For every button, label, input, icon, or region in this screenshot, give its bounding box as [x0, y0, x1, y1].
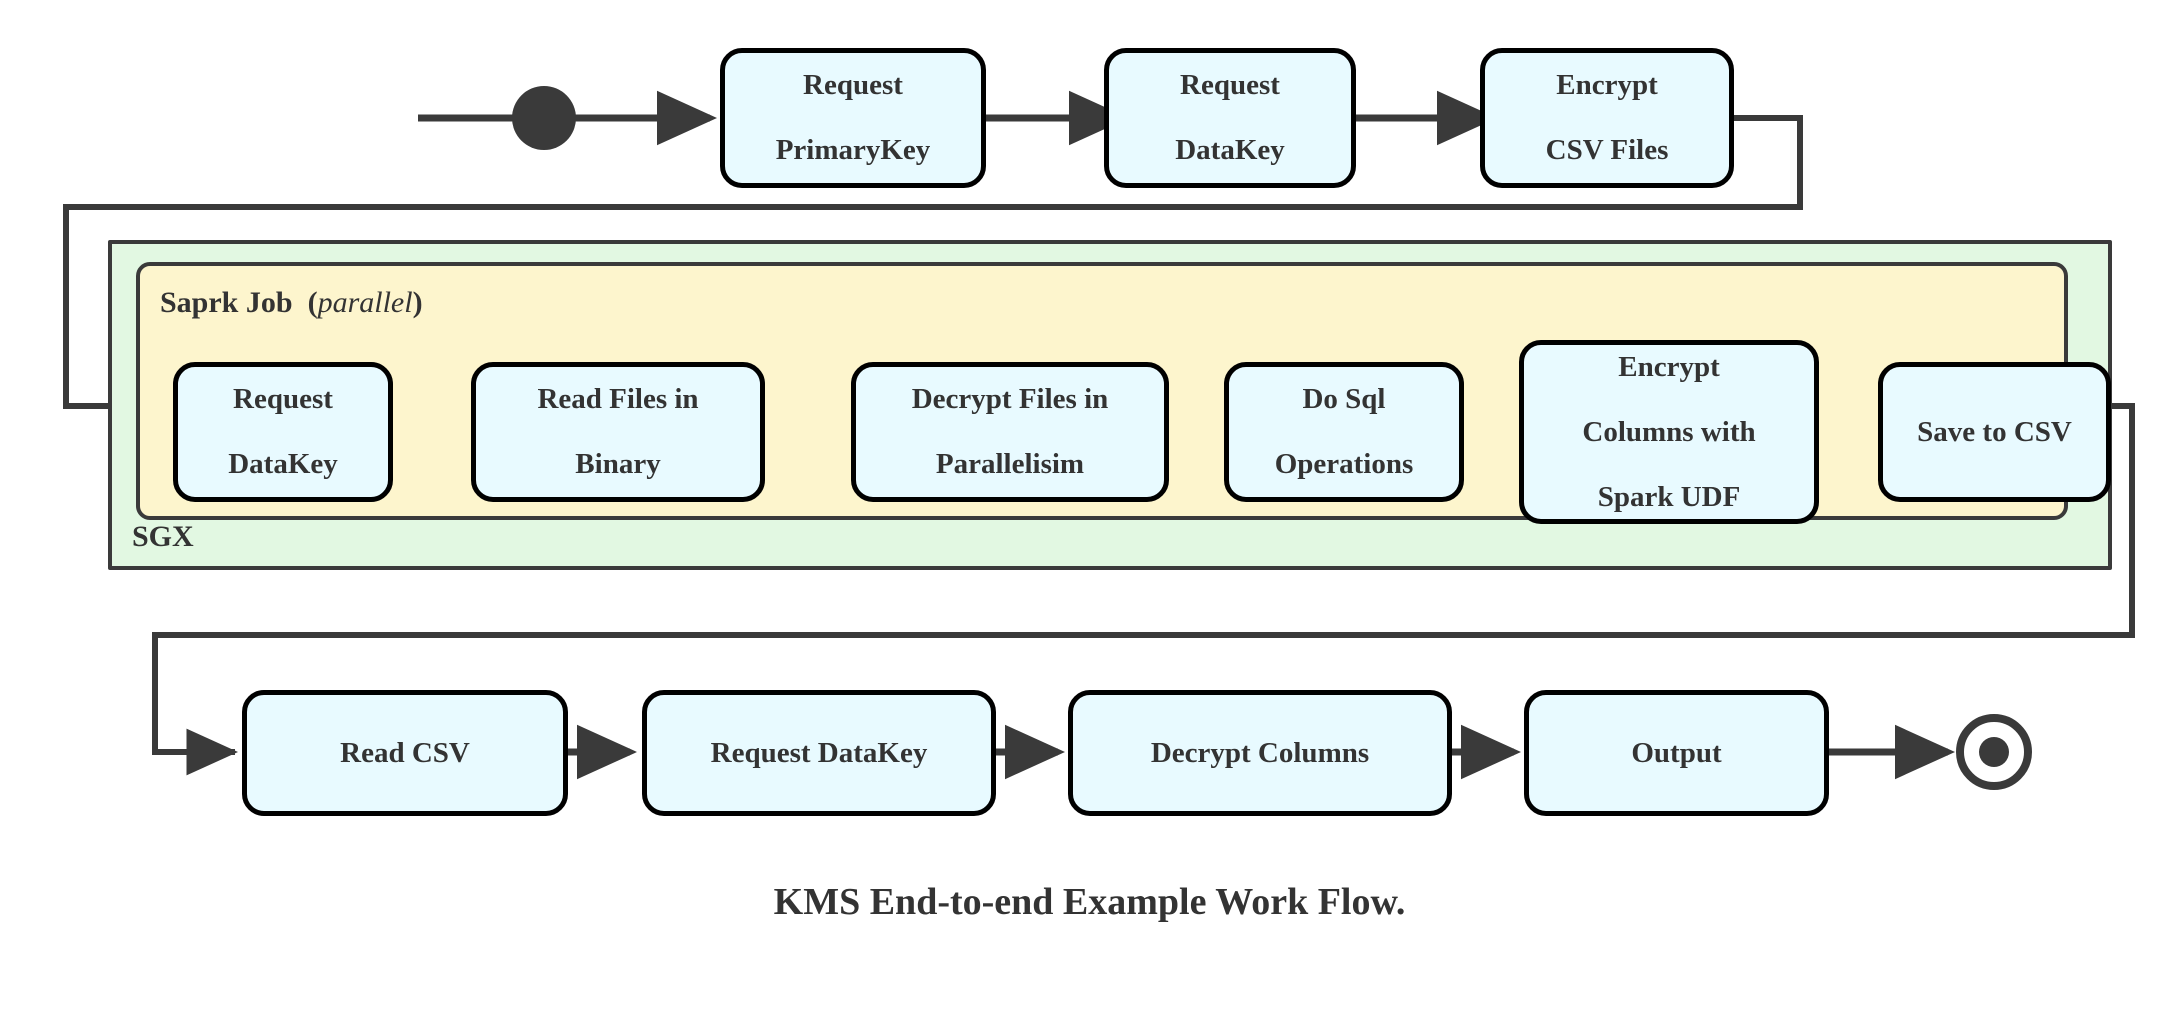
arrow-encrypt-csv-files-to-spark-request-datakey — [63, 115, 1803, 430]
node-request-datakey-bottom[interactable]: Request DataKey — [642, 690, 996, 816]
node-label: Decrypt Columns — [1150, 736, 1370, 769]
node-label: Request DataKey — [228, 383, 338, 481]
node-label: Encrypt Columns with Spark UDF — [1582, 350, 1756, 513]
node-label: Save to CSV — [1917, 415, 2072, 448]
node-decrypt-files-in-parallelisim[interactable]: Decrypt Files in Parallelisim — [851, 362, 1169, 502]
node-label: Read CSV — [340, 736, 470, 769]
node-label: Do Sql Operations — [1274, 383, 1414, 481]
spark-job-label-close-paren: ) — [412, 286, 423, 319]
node-request-datakey-top[interactable]: Request DataKey — [1104, 48, 1356, 188]
node-do-sql-operations[interactable]: Do Sql Operations — [1224, 362, 1464, 502]
node-encrypt-columns-with-spark-udf[interactable]: Encrypt Columns with Spark UDF — [1519, 340, 1819, 524]
diagram-caption: KMS End-to-end Example Work Flow. — [773, 881, 1406, 923]
arrow-save-to-csv-to-read-csv — [152, 403, 2135, 776]
node-label: Output — [1631, 736, 1722, 769]
start-node — [512, 86, 576, 150]
spark-job-container: Saprk Job (parallel) Request DataKey Rea… — [136, 262, 2111, 524]
node-read-csv[interactable]: Read CSV — [242, 690, 568, 816]
node-label: Request DataKey — [1175, 69, 1285, 167]
node-label: Read Files in Binary — [537, 383, 699, 481]
spark-job-label-open-paren: ( — [307, 286, 318, 319]
node-label: Request DataKey — [710, 736, 928, 769]
sgx-container: SGX Saprk Job (parallel) Request DataKey… — [108, 240, 2112, 570]
node-label: Encrypt CSV Files — [1545, 69, 1669, 167]
node-label: Request PrimaryKey — [775, 69, 931, 167]
node-request-primarykey[interactable]: Request PrimaryKey — [720, 48, 986, 188]
node-decrypt-columns[interactable]: Decrypt Columns — [1068, 690, 1452, 816]
node-encrypt-csv-files[interactable]: Encrypt CSV Files — [1480, 48, 1734, 188]
spark-job-label-bold: Saprk Job — [160, 286, 293, 319]
spark-job-label-italic: parallel — [317, 286, 413, 319]
node-label: Decrypt Files in Parallelisim — [911, 383, 1109, 481]
node-read-files-in-binary[interactable]: Read Files in Binary — [471, 362, 765, 502]
end-node-inner-dot — [1979, 737, 2009, 767]
node-save-to-csv[interactable]: Save to CSV — [1878, 362, 2111, 502]
node-output[interactable]: Output — [1524, 690, 1829, 816]
spark-job-label: Saprk Job (parallel) — [160, 288, 423, 318]
node-request-datakey-spark[interactable]: Request DataKey — [173, 362, 393, 502]
sgx-label: SGX — [132, 520, 194, 553]
end-node — [1956, 714, 2032, 790]
